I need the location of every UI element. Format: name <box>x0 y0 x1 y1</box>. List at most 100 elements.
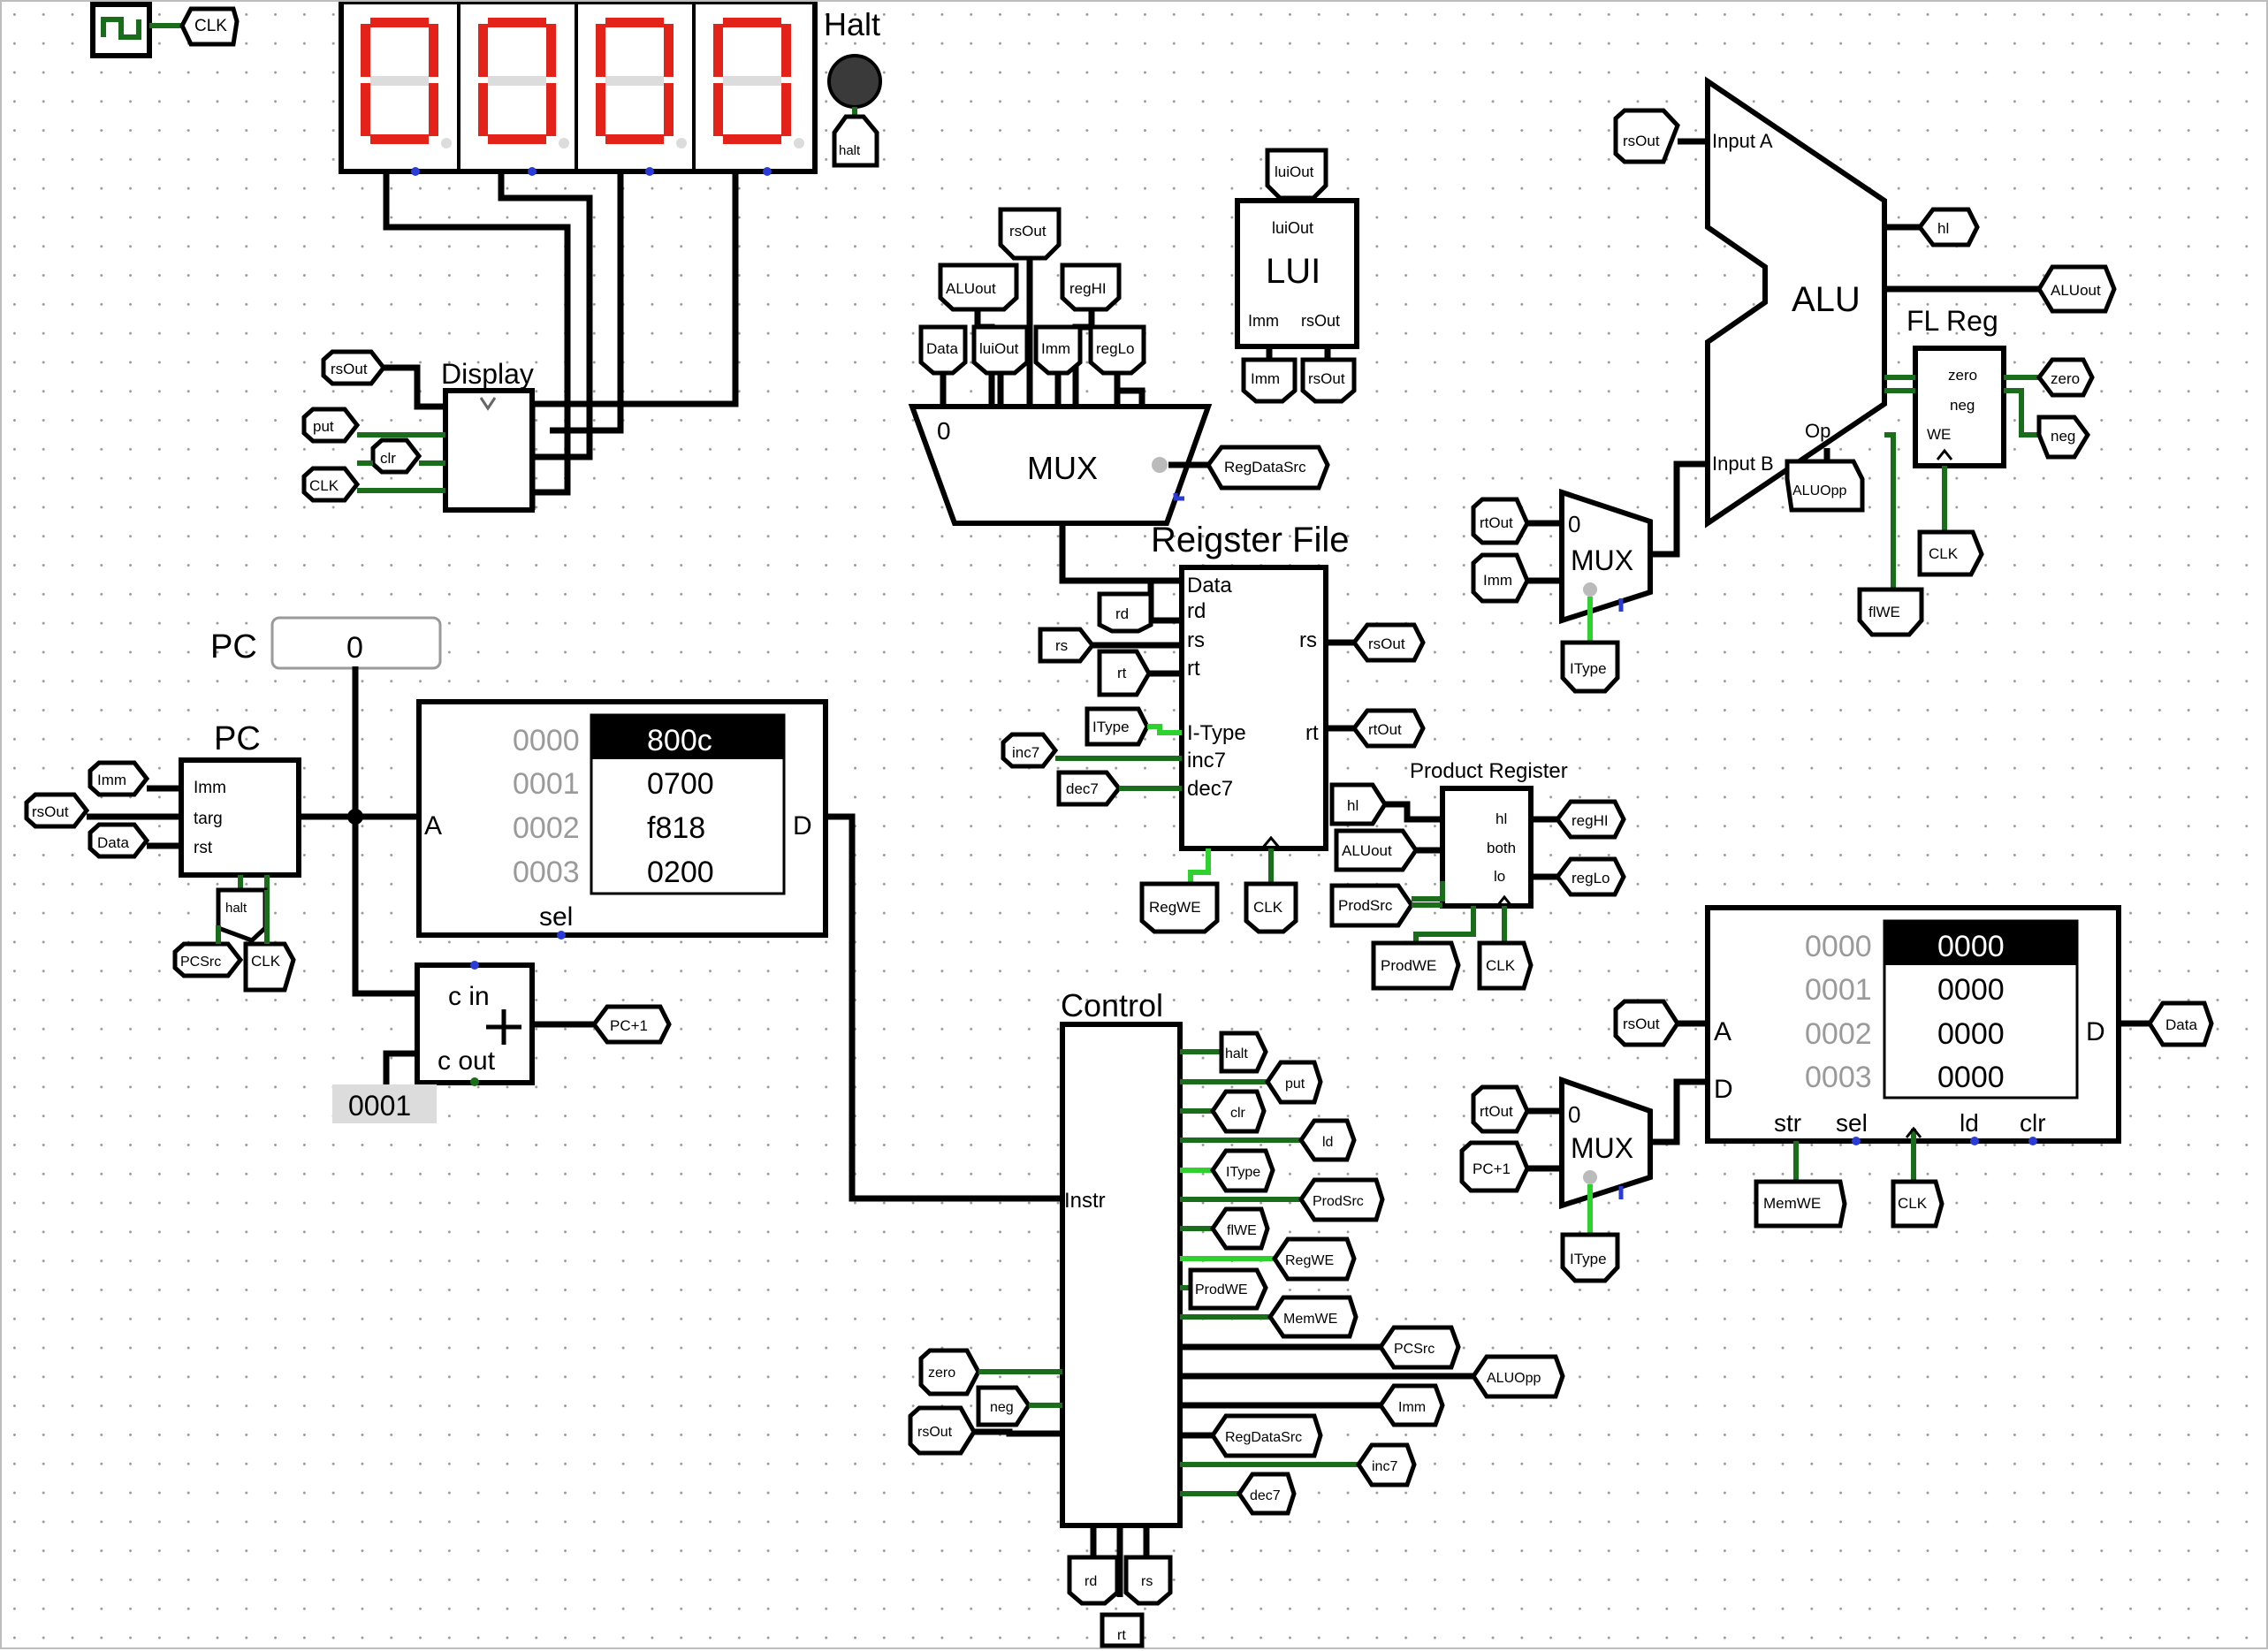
control-in-rsout: rsOut <box>917 1425 953 1440</box>
prodreg-title: Product Register <box>1410 759 1568 783</box>
segment-c <box>781 83 791 136</box>
control-title: Control <box>1061 987 1163 1023</box>
mux-alu-in-rtout: rtOut <box>1480 514 1513 531</box>
imem-port-a: A <box>424 811 442 841</box>
segment-a <box>723 18 781 27</box>
regfile-tag-inc7: inc7 <box>1012 744 1039 761</box>
imem-val-3: 0200 <box>647 856 714 889</box>
segment-g <box>605 76 664 86</box>
imem-addr-1: 0001 <box>513 767 580 801</box>
seven-seg-digit-0 <box>361 18 452 148</box>
pc-pin-targ: targ <box>194 810 223 828</box>
segment-c <box>664 83 674 136</box>
imem-port-d: D <box>793 811 812 841</box>
dmem-val-1: 0000 <box>1937 973 2005 1007</box>
lui-block[interactable]: luiOut luiOut LUI Imm rsOut Imm rsOut <box>1235 148 1359 404</box>
data-memory[interactable]: A D D str sel ld clr 0000 0000 0001 0000… <box>1613 905 2214 1229</box>
alu-op-tag: ALUOpp <box>1792 483 1846 498</box>
prodreg-out-reghi: regHI <box>1572 812 1609 829</box>
clock-component[interactable]: CLK <box>90 2 240 58</box>
segment-f <box>478 24 488 77</box>
imem-sel: sel <box>539 902 573 932</box>
halt-title: Halt <box>824 6 880 42</box>
regfile-pin-inc7: inc7 <box>1187 749 1226 772</box>
pc-title: PC <box>214 720 261 757</box>
pc-adder[interactable]: c in c out PC+1 0001 <box>332 961 672 1123</box>
mux-mem-in-pc1: PC+1 <box>1473 1160 1511 1177</box>
imem-val-1: 0700 <box>647 767 714 801</box>
flags-register[interactable]: FL Reg zero neg WE zero neg CLK flWE <box>1857 305 2095 637</box>
control-out-itype: IType <box>1226 1165 1260 1180</box>
segment-dp <box>441 138 452 148</box>
segment-d <box>723 134 781 144</box>
dmem-pin-ld: ld <box>1960 1109 1979 1137</box>
control-out-ld: ld <box>1322 1135 1333 1150</box>
seven-seg-digit-2 <box>596 18 687 148</box>
prodreg-in-prodsrc: ProdSrc <box>1338 897 1393 914</box>
regfile-out-rtout: rtOut <box>1368 721 1402 738</box>
product-register[interactable]: Product Register hl both lo hl ALUout Pr… <box>1329 759 1626 991</box>
mux-top-zero: 0 <box>937 417 951 445</box>
flreg-pin-neg: neg <box>1950 397 1975 414</box>
display-title: Display <box>441 358 534 390</box>
mux-alu-in-imm: Imm <box>1483 572 1512 589</box>
prodreg-in-hl: hl <box>1347 797 1359 814</box>
alu-input-a: Input A <box>1712 130 1773 152</box>
control-unit[interactable]: Control Instr halt put clr ld IType Prod… <box>908 987 1565 1648</box>
adder-const: 0001 <box>348 1090 411 1122</box>
pc-bottom-halt: halt <box>225 901 247 916</box>
dmem-pin-str: str <box>1774 1109 1801 1137</box>
mux-top-upper-reghi: regHI <box>1069 280 1107 297</box>
regfile-pin-rd: rd <box>1187 599 1206 623</box>
prodreg-out-reglo: regLo <box>1572 870 1610 886</box>
halt-led: Halt halt <box>824 6 882 168</box>
pc-register[interactable]: PC Imm targ rst Imm rsOut Data halt PCSr… <box>24 720 301 993</box>
adder-cout: c out <box>438 1046 496 1076</box>
display-input-rsout: rsOut <box>331 361 368 377</box>
flreg-bottom-clk: CLK <box>1929 545 1959 562</box>
dmem-pin-clr: clr <box>2020 1109 2046 1137</box>
halt-tag: halt <box>839 143 861 158</box>
regfile-title: Reigster File <box>1151 521 1350 559</box>
dmem-out-data: Data <box>2165 1016 2197 1033</box>
regfile-tag-rd: rd <box>1115 605 1129 622</box>
control-bottom-rs: rs <box>1141 1574 1153 1589</box>
imem-val-2: f818 <box>647 811 705 845</box>
regfile-pin-rs-out: rs <box>1299 628 1317 652</box>
control-out-clr: clr <box>1230 1106 1246 1121</box>
alu-op: Op <box>1805 420 1830 442</box>
control-out-flwe: flWE <box>1227 1223 1257 1238</box>
dmem-addr-2: 0002 <box>1805 1017 1872 1051</box>
segment-a <box>605 18 664 27</box>
dmem-addr-1: 0001 <box>1805 973 1872 1007</box>
imem-addr-0: 0000 <box>513 724 580 757</box>
regfile-tag-dec7: dec7 <box>1066 780 1099 797</box>
flreg-out-neg: neg <box>2051 428 2075 445</box>
instruction-memory[interactable]: A D sel 0000 800c 0001 0700 0002 f818 00… <box>416 699 828 940</box>
segment-b <box>664 24 674 77</box>
pc-probe[interactable]: PC 0 <box>210 616 442 670</box>
alu-input-mux[interactable]: 0 MUX rtOut Imm IType <box>1471 460 1708 694</box>
control-out-aluopp: ALUOpp <box>1487 1371 1541 1386</box>
display-block[interactable]: Display rsOut put clr CLK <box>301 349 535 513</box>
segment-f <box>713 24 723 77</box>
mux-mem-in-rtout: rtOut <box>1480 1103 1513 1120</box>
segment-dp <box>676 138 687 148</box>
prodreg-pin-both: both <box>1487 840 1516 856</box>
imem-val-0: 800c <box>647 724 712 757</box>
segment-f <box>361 24 370 77</box>
control-out-regwe: RegWE <box>1285 1253 1334 1268</box>
register-file[interactable]: Reigster File Data rd rs rt I-Type inc7 … <box>1001 521 1426 934</box>
lui-out-tag: luiOut <box>1275 164 1314 180</box>
mux-mem-select-tag: IType <box>1570 1251 1607 1267</box>
segment-f <box>596 24 605 77</box>
data-mem-mux[interactable]: 0 MUX rtOut PC+1 IType <box>1459 1076 1708 1283</box>
pc-input-data: Data <box>97 834 129 851</box>
seven-seg-digit-3 <box>713 18 804 148</box>
regfile-tag-rt: rt <box>1117 665 1127 681</box>
segment-e <box>361 83 370 136</box>
alu-unit[interactable]: Input A Input B ALU Op rsOut hl ALUout A… <box>1613 76 2117 529</box>
control-out-inc7: inc7 <box>1372 1459 1397 1474</box>
regdata-mux[interactable]: rsOut ALUout regHI Data luiOut Imm regLo… <box>908 207 1330 584</box>
